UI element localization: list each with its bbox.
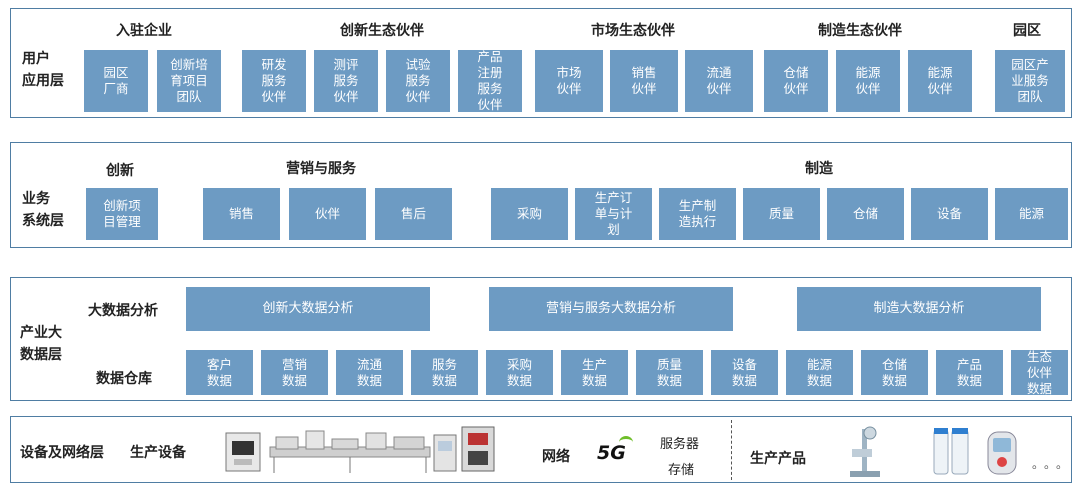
group-title-innovation-partners: 创新生态伙伴 xyxy=(340,23,424,39)
user-box-energy-partners-1[interactable]: 能源 伙伴 xyxy=(836,50,900,112)
production-equipment-label: 生产设备 xyxy=(130,445,186,461)
device-layer-label: 设备及网络层 xyxy=(20,445,104,461)
biz-box-production-execution[interactable]: 生产制 造执行 xyxy=(659,188,736,240)
biz-box-warehouse[interactable]: 仓储 xyxy=(827,188,904,240)
warehouse-marketing-data[interactable]: 营销 数据 xyxy=(261,350,328,395)
machine-cabinet-icon xyxy=(433,434,457,472)
more-products-ellipsis: 。。。 xyxy=(1032,457,1075,471)
warehouse-energy-data[interactable]: 能源 数据 xyxy=(786,350,853,395)
warehouse-production-data[interactable]: 生产 数据 xyxy=(561,350,628,395)
biz-box-innovation-project-mgmt[interactable]: 创新项 目管理 xyxy=(86,188,158,240)
group-title-park: 园区 xyxy=(1013,23,1041,39)
warehouse-quality-data[interactable]: 质量 数据 xyxy=(636,350,703,395)
group-title-market-partners: 市场生态伙伴 xyxy=(591,23,675,39)
water-purifier-icon xyxy=(933,428,969,475)
user-box-park-vendors[interactable]: 园区 厂商 xyxy=(84,50,148,112)
analysis-innovation[interactable]: 创新大数据分析 xyxy=(186,287,430,331)
data-layer-label: 产业大 数据层 xyxy=(20,325,62,363)
user-box-incubation-teams[interactable]: 创新培 育项目 团队 xyxy=(157,50,221,112)
warehouse-customer-data[interactable]: 客户 数据 xyxy=(186,350,253,395)
user-box-market-partners[interactable]: 市场 伙伴 xyxy=(535,50,603,112)
warehouse-procurement-data[interactable]: 采购 数据 xyxy=(486,350,553,395)
user-box-registration-partners[interactable]: 产品 注册 服务 伙伴 xyxy=(458,50,522,112)
biz-box-partners[interactable]: 伙伴 xyxy=(289,188,366,240)
production-line-icon xyxy=(269,430,431,473)
user-box-rd-partners[interactable]: 研发 服务 伙伴 xyxy=(242,50,306,112)
server-label: 服务器 xyxy=(660,437,700,452)
group-title-enterprises: 入驻企业 xyxy=(116,23,172,39)
biz-box-quality[interactable]: 质量 xyxy=(743,188,820,240)
biz-box-energy[interactable]: 能源 xyxy=(995,188,1068,240)
biz-box-procurement[interactable]: 采购 xyxy=(491,188,568,240)
warehouse-equipment-data[interactable]: 设备 数据 xyxy=(711,350,778,395)
data-warehouse-label: 数据仓库 xyxy=(96,371,152,387)
analysis-manufacturing[interactable]: 制造大数据分析 xyxy=(797,287,1041,331)
user-box-park-service-team[interactable]: 园区产 业服务 团队 xyxy=(995,50,1065,112)
biz-box-sales[interactable]: 销售 xyxy=(203,188,280,240)
user-box-warehouse-partners[interactable]: 仓储 伙伴 xyxy=(764,50,828,112)
glucose-meter-icon xyxy=(987,431,1017,475)
business-layer-label: 业务 系统层 xyxy=(22,191,64,229)
storage-label: 存储 xyxy=(668,463,695,478)
cabinet-machine-icon xyxy=(225,432,261,472)
5g-logo-icon: 5G xyxy=(597,436,633,464)
biz-box-after-sales[interactable]: 售后 xyxy=(375,188,452,240)
device-network-layer xyxy=(10,416,1072,483)
products-label: 生产产品 xyxy=(750,451,806,467)
xray-device-icon xyxy=(850,426,880,477)
group-title-manufacturing-partners: 制造生态伙伴 xyxy=(818,23,902,39)
warehouse-distribution-data[interactable]: 流通 数据 xyxy=(336,350,403,395)
group-title-manufacturing: 制造 xyxy=(805,161,833,177)
biz-box-production-orders[interactable]: 生产订 单与计 划 xyxy=(575,188,652,240)
warehouse-ecosystem-partner-data[interactable]: 生态 伙伴 数据 xyxy=(1011,350,1068,395)
group-title-innovation: 创新 xyxy=(106,163,134,179)
warehouse-product-data[interactable]: 产品 数据 xyxy=(936,350,1003,395)
warehouse-service-data[interactable]: 服务 数据 xyxy=(411,350,478,395)
network-label: 网络 xyxy=(542,449,570,465)
analysis-marketing-service[interactable]: 营销与服务大数据分析 xyxy=(489,287,733,331)
user-box-sales-partners[interactable]: 销售 伙伴 xyxy=(610,50,678,112)
injection-machine-icon xyxy=(461,426,495,472)
warehouse-storage-data[interactable]: 仓储 数据 xyxy=(861,350,928,395)
user-layer-label: 用户 应用层 xyxy=(22,51,64,89)
production-equipment-image xyxy=(225,426,495,473)
big-data-analysis-label: 大数据分析 xyxy=(88,303,158,319)
user-box-testing-partners[interactable]: 测评 服务 伙伴 xyxy=(314,50,378,112)
user-box-distribution-partners[interactable]: 流通 伙伴 xyxy=(685,50,753,112)
biz-box-equipment[interactable]: 设备 xyxy=(911,188,988,240)
user-box-energy-partners-2[interactable]: 能源 伙伴 xyxy=(908,50,972,112)
group-title-marketing-service: 营销与服务 xyxy=(286,161,356,177)
user-box-trial-partners[interactable]: 试验 服务 伙伴 xyxy=(386,50,450,112)
section-divider xyxy=(731,420,732,480)
